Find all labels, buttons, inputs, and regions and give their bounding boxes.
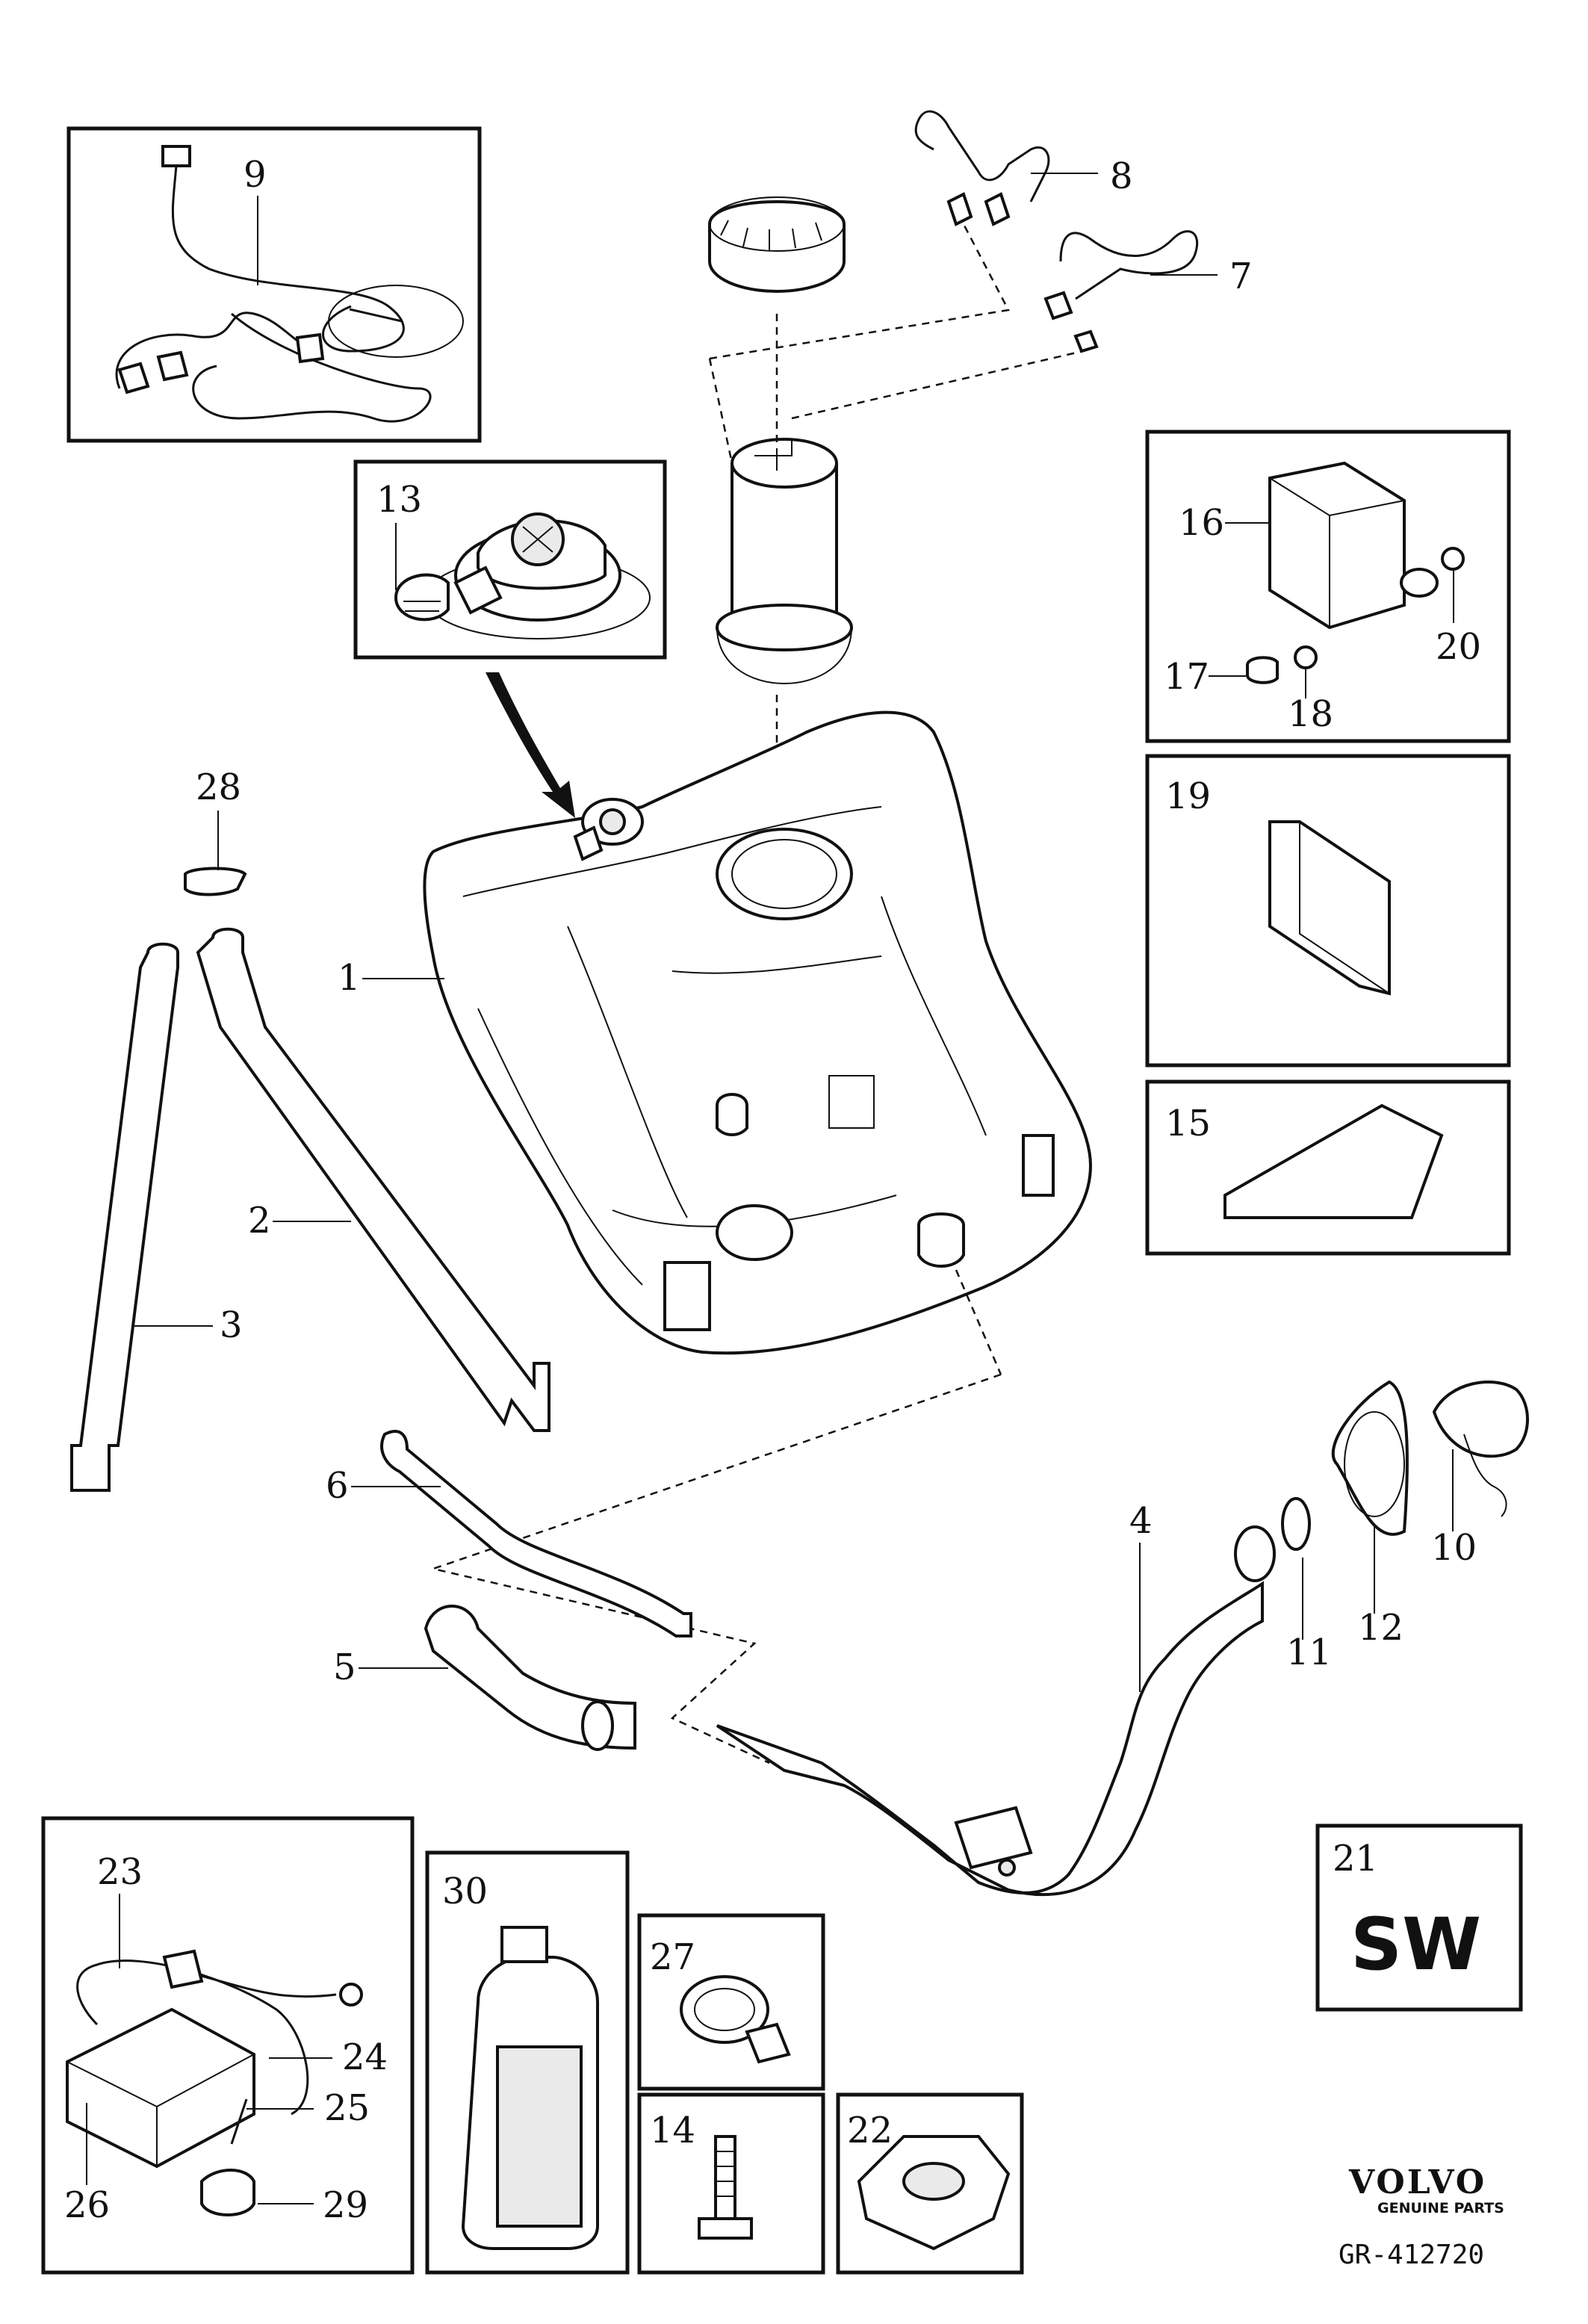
callout-7: 7	[1229, 255, 1253, 297]
callout-17: 17	[1164, 656, 1209, 698]
inset-box-parts-23-29	[41, 1816, 415, 2275]
inset-box-part-30	[425, 1850, 630, 2275]
callout-28: 28	[196, 766, 241, 808]
callout-3: 3	[220, 1304, 243, 1346]
inset-box-part-9	[66, 126, 482, 443]
tank-strap-2	[196, 927, 550, 1432]
callout-8: 8	[1110, 155, 1133, 197]
callout-26: 26	[64, 2184, 110, 2226]
drawing-code: GR-412720	[1339, 2240, 1484, 2270]
sw-label: SW	[1350, 1903, 1481, 1986]
inset-box-parts-16-20	[1145, 430, 1511, 743]
callout-24: 24	[342, 2036, 388, 2078]
arrow-13-to-tank	[486, 672, 575, 818]
inset-box-part-21	[1315, 1823, 1523, 2012]
callout-12: 12	[1358, 1607, 1404, 1649]
callout-2: 2	[248, 1200, 271, 1242]
genuine-parts-tagline: GENUINE PARTS	[1377, 2200, 1504, 2216]
callout-13: 13	[376, 479, 422, 521]
callout-10: 10	[1431, 1527, 1477, 1569]
callout-4: 4	[1129, 1500, 1153, 1542]
inset-box-part-22	[836, 2092, 1024, 2275]
callout-18: 18	[1288, 693, 1333, 735]
tank-strap-3	[70, 942, 179, 1492]
callout-25: 25	[324, 2087, 370, 2129]
inset-box-part-14	[637, 2092, 825, 2275]
callout-27: 27	[650, 1936, 695, 1978]
volvo-logo: VOLVO	[1348, 2163, 1486, 2201]
part-7-hose	[1043, 230, 1199, 353]
inset-box-part-19	[1145, 754, 1511, 1068]
callout-9: 9	[244, 154, 267, 196]
fuel-tank	[423, 710, 1093, 1355]
part-6-pipe	[380, 1430, 692, 1637]
inset-box-part-15	[1145, 1079, 1511, 1256]
part-5-hose	[424, 1605, 636, 1751]
callout-30: 30	[442, 1871, 488, 1912]
callout-21: 21	[1333, 1838, 1378, 1880]
part-10-cap	[1432, 1381, 1529, 1517]
inset-box-part-27	[637, 1913, 825, 2091]
callout-20: 20	[1436, 626, 1481, 668]
callout-23: 23	[97, 1851, 143, 1893]
callout-15: 15	[1165, 1103, 1211, 1144]
callout-1: 1	[338, 957, 361, 999]
callout-14: 14	[650, 2110, 695, 2151]
part-4-filler-pipe	[716, 1525, 1276, 1897]
part-12-housing	[1331, 1380, 1409, 1536]
callout-16: 16	[1179, 502, 1224, 544]
callout-19: 19	[1165, 775, 1211, 817]
pump-sender-unit	[708, 196, 854, 684]
part-11-seal	[1281, 1497, 1311, 1551]
part-28-pad	[184, 867, 247, 896]
callout-11: 11	[1286, 1632, 1332, 1673]
callout-22: 22	[847, 2110, 893, 2151]
inset-box-part-13	[353, 459, 667, 660]
part-8-hose	[914, 110, 1050, 226]
callout-6: 6	[326, 1465, 349, 1507]
callout-29: 29	[323, 2184, 368, 2226]
callout-5: 5	[333, 1646, 356, 1688]
